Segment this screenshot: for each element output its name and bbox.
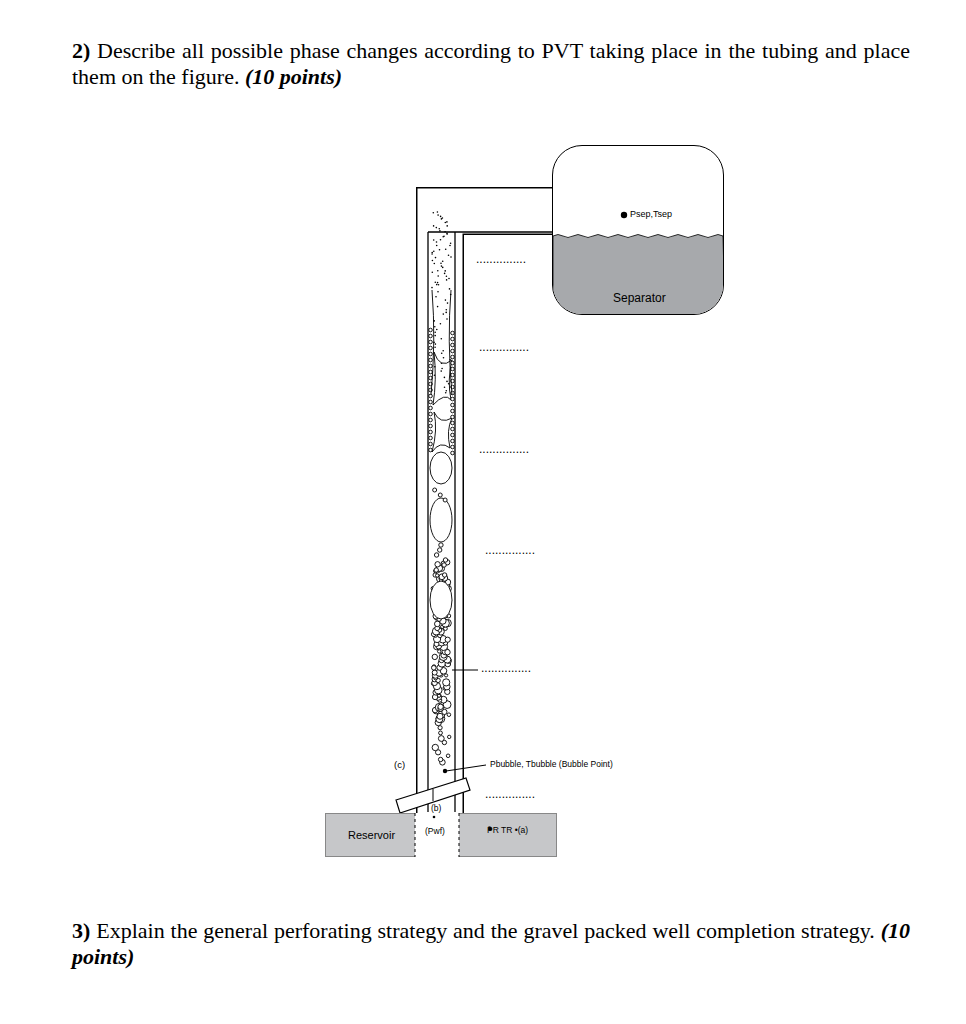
answer-blank: ............... <box>484 788 536 801</box>
answer-blank: ............... <box>484 544 536 557</box>
reservoir-pressure-label: P̄R TR •(a) <box>486 826 529 835</box>
question-number: 2) <box>72 38 90 63</box>
answer-blank: ............... <box>480 662 532 675</box>
separator-vessel: Psep,TsepSeparator <box>552 145 724 315</box>
break-symbol <box>396 778 470 813</box>
bubble-point-dot <box>443 769 447 773</box>
node-text: Reservoir <box>348 829 395 841</box>
flow-pattern <box>429 211 455 765</box>
pressure-label: (Pwf) <box>424 827 446 836</box>
bubble-point-label: Pbubble, Tbubble (Bubble Point) <box>489 760 614 769</box>
leader-line <box>452 670 478 671</box>
question-text: 2) Describe all possible phase changes a… <box>72 38 910 90</box>
answer-blank: ............... <box>475 253 527 266</box>
question-body: Explain the general perforating strategy… <box>96 918 875 943</box>
tubing-wall <box>428 231 552 232</box>
tubing-wall <box>454 232 455 812</box>
callout-letter: (b) <box>430 804 442 813</box>
question-number: 3) <box>72 918 90 943</box>
node-text: Psep,Tsep <box>630 209 672 219</box>
tubing-wall <box>427 232 428 812</box>
answer-blank: ............... <box>478 443 530 456</box>
liquid-level <box>553 146 724 315</box>
callout-letter: (c) <box>393 760 406 770</box>
question-text: 3) Explain the general perforating strat… <box>72 918 910 970</box>
question-points: (10 points) <box>245 64 342 89</box>
answer-blank: ............... <box>478 341 530 354</box>
leader-line <box>446 765 486 771</box>
question-body: Describe all possible phase changes acco… <box>72 38 910 89</box>
tubing-pipe <box>440 211 553 813</box>
node-text: Separator <box>613 291 666 305</box>
